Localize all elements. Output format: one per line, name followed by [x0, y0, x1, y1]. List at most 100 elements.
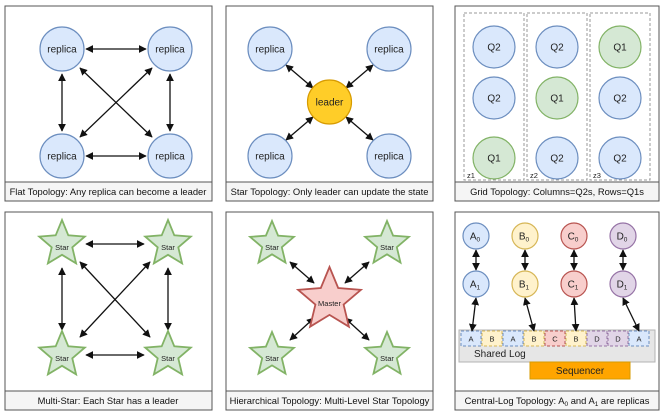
log-entry: B — [523, 330, 545, 347]
edge-arrow — [79, 261, 151, 338]
quorum-node: Q1 — [472, 136, 516, 180]
quorum-node: Q2 — [472, 25, 516, 69]
replica-node: C0 — [560, 222, 588, 250]
log-entry: D — [586, 330, 608, 347]
panel-central-log: Central-Log Topology: A0 and A1 are repl… — [454, 211, 660, 411]
edge-arrow — [622, 297, 640, 332]
edge-arrow — [289, 317, 315, 341]
replica-node: C1 — [560, 270, 588, 298]
star-icon — [247, 329, 297, 376]
node-label: Star — [161, 243, 175, 252]
edge-arrow — [345, 64, 374, 89]
replica-node: replica — [147, 26, 193, 72]
star-node: Star — [362, 218, 412, 265]
replica-node: replica — [366, 133, 412, 179]
caption: Hierarchical Topology: Multi-Level Star … — [230, 395, 430, 406]
node-label: replica — [155, 152, 185, 163]
node-label: Star — [55, 243, 69, 252]
node-label: Q2 — [613, 154, 627, 165]
caption: Flat Topology: Any replica can become a … — [10, 186, 207, 197]
replica-node: A1 — [462, 270, 490, 298]
zone-box — [589, 12, 651, 181]
log-entry-label: B — [531, 335, 536, 344]
caption-bar — [455, 182, 659, 201]
node-label: Star — [55, 354, 69, 363]
log-entry-label: B — [489, 335, 494, 344]
replica-node: D1 — [609, 270, 637, 298]
log-entry: C — [544, 330, 566, 347]
quorum-node: Q2 — [598, 136, 642, 180]
zone-label: z1 — [467, 171, 475, 180]
log-entry-label: D — [615, 335, 621, 344]
panel-star-topology: Star Topology: Only leader can update th… — [225, 5, 434, 202]
replica-node: replica — [39, 133, 85, 179]
edge-arrow — [344, 317, 370, 341]
node-label: C0 — [568, 232, 579, 244]
shared-log-label: Shared Log — [474, 349, 526, 360]
caption-bar — [455, 391, 659, 410]
node-label: Q1 — [613, 43, 627, 54]
edge-arrow — [468, 297, 480, 332]
node-label: replica — [255, 152, 285, 163]
log-entry-label: D — [594, 335, 600, 344]
caption-bar — [226, 182, 433, 201]
star-icon — [362, 218, 412, 265]
quorum-node: Q2 — [535, 136, 579, 180]
replica-node: replica — [247, 133, 293, 179]
quorum-node: Q1 — [535, 76, 579, 120]
star-node: Star — [142, 217, 194, 266]
node-label: Q1 — [550, 94, 564, 105]
zone-box — [526, 12, 588, 181]
node-label: Star — [380, 243, 394, 252]
star-icon — [247, 218, 297, 265]
log-entry: D — [607, 330, 629, 347]
log-entry-label: A — [468, 335, 473, 344]
caption: Central-Log Topology: A0 and A1 are repl… — [465, 395, 650, 408]
caption-bar — [5, 391, 212, 410]
star-node: Star — [247, 329, 297, 376]
panel-flat-topology: Flat Topology: Any replica can become a … — [4, 5, 213, 202]
log-entry-label: C — [552, 335, 558, 344]
quorum-node: Q1 — [598, 25, 642, 69]
star-node: Star — [142, 328, 194, 377]
caption: Grid Topology: Columns=Q2s, Rows=Q1s — [470, 186, 644, 197]
node-label: leader — [316, 98, 344, 109]
panel-hierarchical: Hierarchical Topology: Multi-Level Star … — [225, 211, 434, 411]
node-label: Q2 — [550, 43, 564, 54]
log-entry: B — [565, 330, 587, 347]
node-label: D1 — [617, 280, 628, 292]
node-label: Q2 — [550, 154, 564, 165]
node-label: D0 — [617, 232, 628, 244]
node-label: A1 — [470, 280, 481, 292]
panel-grid-topology: Grid Topology: Columns=Q2s, Rows=Q1s Q2Q… — [454, 5, 660, 202]
node-label: Star — [265, 354, 279, 363]
node-label: Star — [265, 243, 279, 252]
caption-bar — [5, 182, 212, 201]
star-icon — [36, 328, 88, 377]
zone-label: z3 — [593, 171, 601, 180]
leader-node: leader — [306, 79, 353, 125]
quorum-node: Q2 — [535, 25, 579, 69]
node-label: Master — [318, 299, 341, 308]
zone-box — [463, 12, 525, 181]
replica-node: replica — [39, 26, 85, 72]
log-entry: B — [481, 330, 503, 347]
edge-arrow — [570, 297, 580, 332]
star-icon — [362, 329, 412, 376]
node-label: replica — [155, 45, 185, 56]
node-label: replica — [374, 152, 404, 163]
quorum-node: Q2 — [472, 76, 516, 120]
node-label: Q2 — [613, 94, 627, 105]
edge-arrow — [289, 261, 315, 284]
log-entry-label: A — [510, 335, 515, 344]
node-label: B0 — [519, 232, 530, 244]
node-label: Star — [380, 354, 394, 363]
edge-arrow — [285, 64, 314, 89]
